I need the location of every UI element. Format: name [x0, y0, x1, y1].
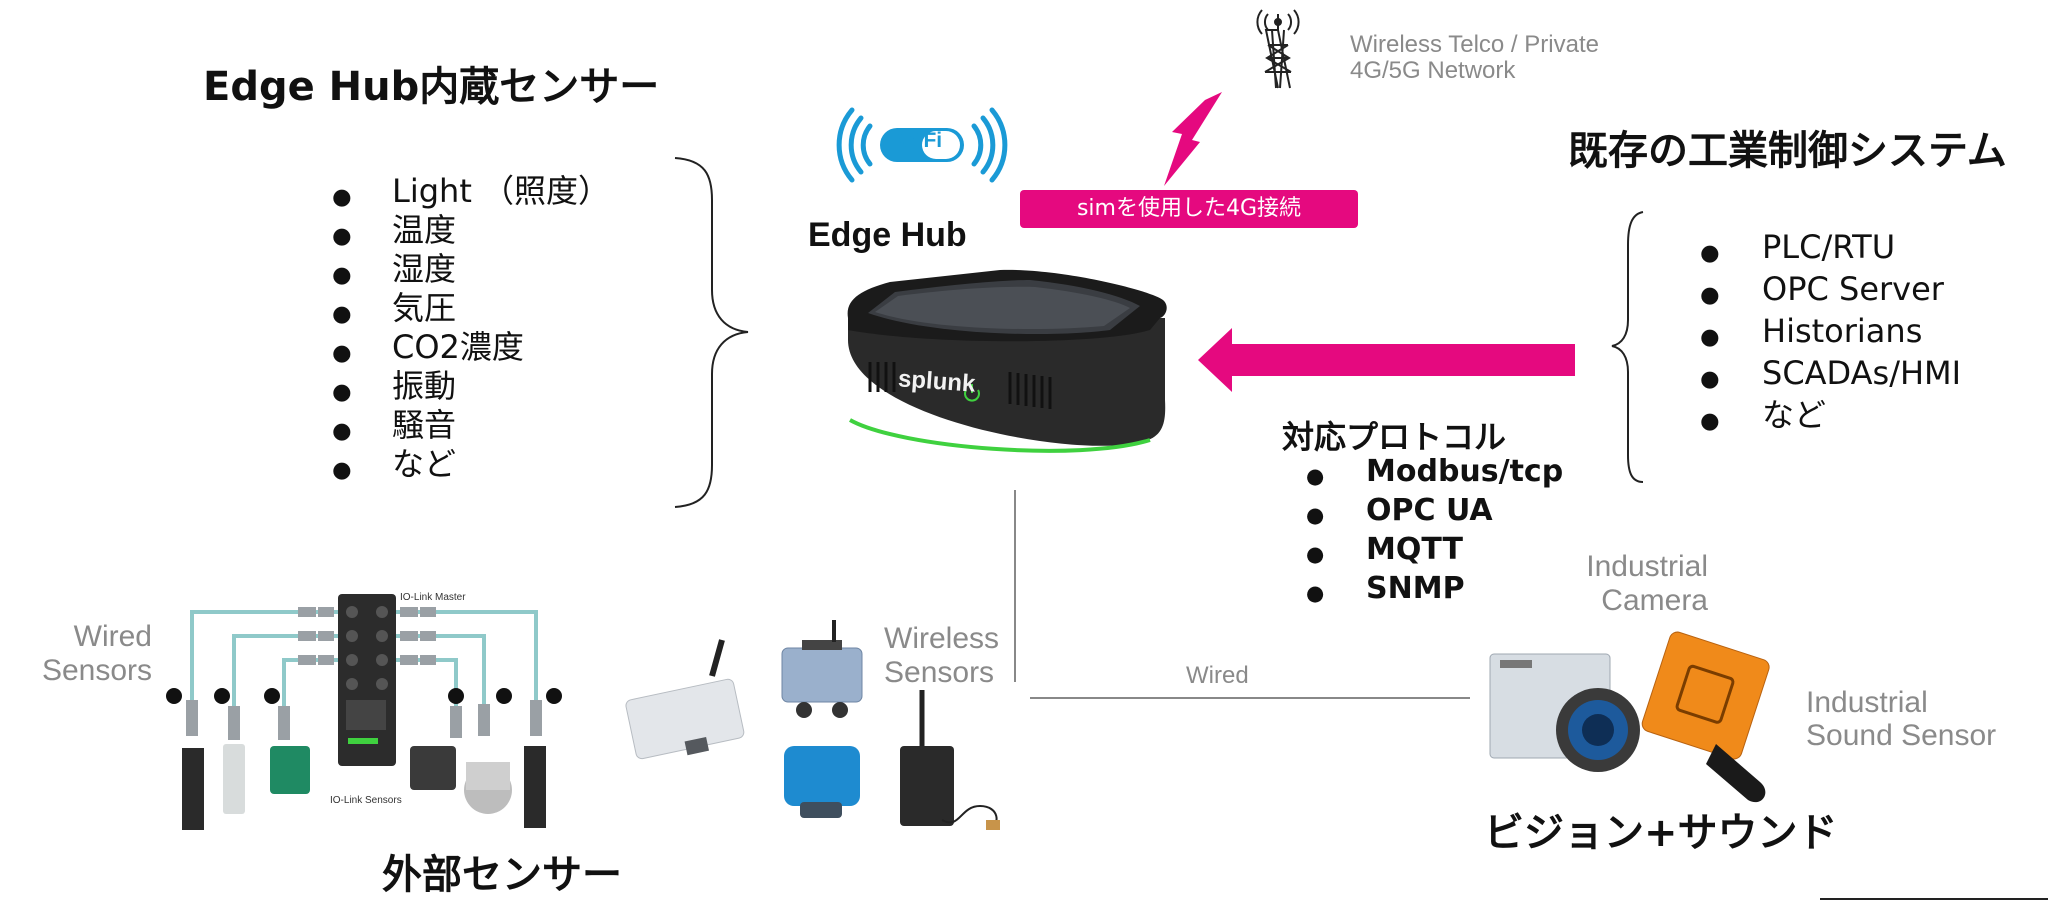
lightning-bolt-icon [1164, 92, 1222, 186]
wired-connection-label: Wired [1186, 662, 1249, 689]
list-item: OPC UA [1306, 491, 1563, 535]
list-item: 湿度 [332, 250, 610, 295]
industrial-camera-label-line1: Industrial [1586, 550, 1708, 583]
io-link-sensors-label: IO-Link Sensors [330, 795, 402, 806]
industrial-sound-sensor-label: Industrial Sound Sensor [1806, 686, 1996, 752]
list-item: 気圧 [332, 289, 610, 334]
edge-hub-label: Edge Hub [808, 216, 967, 254]
list-item: CO2濃度 [332, 328, 610, 373]
list-item: など [332, 445, 610, 490]
list-item: 温度 [332, 211, 610, 256]
list-item: Historians [1700, 310, 1961, 358]
wireless-sensors-illustration [625, 620, 1000, 830]
wired-sensors-label: Wired Sensors [32, 620, 152, 688]
list-item: Light （照度） [332, 172, 610, 217]
device-brand: splunk [897, 365, 977, 398]
protocol-title: 対応プロトコル [1282, 418, 1507, 456]
left-brace [674, 157, 749, 508]
wifi-icon [836, 107, 1008, 183]
arrow-left-icon [1198, 328, 1575, 392]
network-label: Wireless Telco / Private 4G/5G Network [1350, 32, 1599, 84]
wireless-sensors-label-line1: Wireless [884, 622, 1000, 655]
vision-sound-title: ビジョン+サウンド [1484, 810, 1838, 856]
io-link-master-label: IO-Link Master [400, 592, 466, 603]
wireless-sensors-label: Wireless Sensors [884, 622, 999, 690]
builtin-sensors-title: Edge Hub内蔵センサー [203, 64, 660, 110]
list-item: SCADAs/HMI [1700, 352, 1961, 400]
cell-tower-icon [1256, 9, 1300, 89]
list-item: Modbus/tcp [1306, 452, 1563, 496]
right-brace [1611, 211, 1644, 483]
industrial-sound-sensor-label-line1: Industrial [1806, 686, 1928, 719]
edge-hub-device [847, 269, 1167, 453]
list-item: PLC/RTU [1700, 226, 1961, 274]
sim-connection-badge: simを使用した4G接続 [1020, 190, 1358, 228]
industrial-camera-label-line2: Camera [1601, 584, 1708, 617]
external-sensors-title: 外部センサー [382, 852, 622, 898]
list-item: SNMP [1306, 569, 1563, 613]
network-label-line2: 4G/5G Network [1350, 57, 1516, 84]
industrial-sound-sensor-illustration [1641, 631, 1770, 803]
list-item: OPC Server [1700, 268, 1961, 316]
ics-title: 既存の工業制御システム [1568, 128, 2007, 174]
wireless-sensors-label-line2: Sensors [884, 656, 995, 689]
network-label-line1: Wireless Telco / Private [1350, 31, 1599, 58]
ics-list: PLC/RTU OPC Server Historians SCADAs/HMI… [1700, 226, 1961, 442]
power-icon [964, 384, 980, 402]
list-item: MQTT [1306, 530, 1563, 574]
wired-sensors-label-line1: Wired [73, 620, 152, 653]
list-item: 騒音 [332, 406, 610, 451]
wifi-label: WiFi [898, 129, 943, 152]
builtin-sensor-list: Light （照度） 温度 湿度 気圧 CO2濃度 振動 騒音 など [332, 172, 610, 490]
wired-sensors-illustration [166, 594, 562, 830]
protocol-list: Modbus/tcp OPC UA MQTT SNMP [1306, 452, 1563, 613]
industrial-sound-sensor-label-line2: Sound Sensor [1806, 719, 1997, 752]
list-item: 振動 [332, 367, 610, 412]
industrial-camera-label: Industrial Camera [1540, 550, 1708, 618]
wired-sensors-label-line2: Sensors [41, 654, 152, 687]
industrial-camera-illustration [1489, 653, 1640, 772]
list-item: など [1700, 394, 1961, 442]
